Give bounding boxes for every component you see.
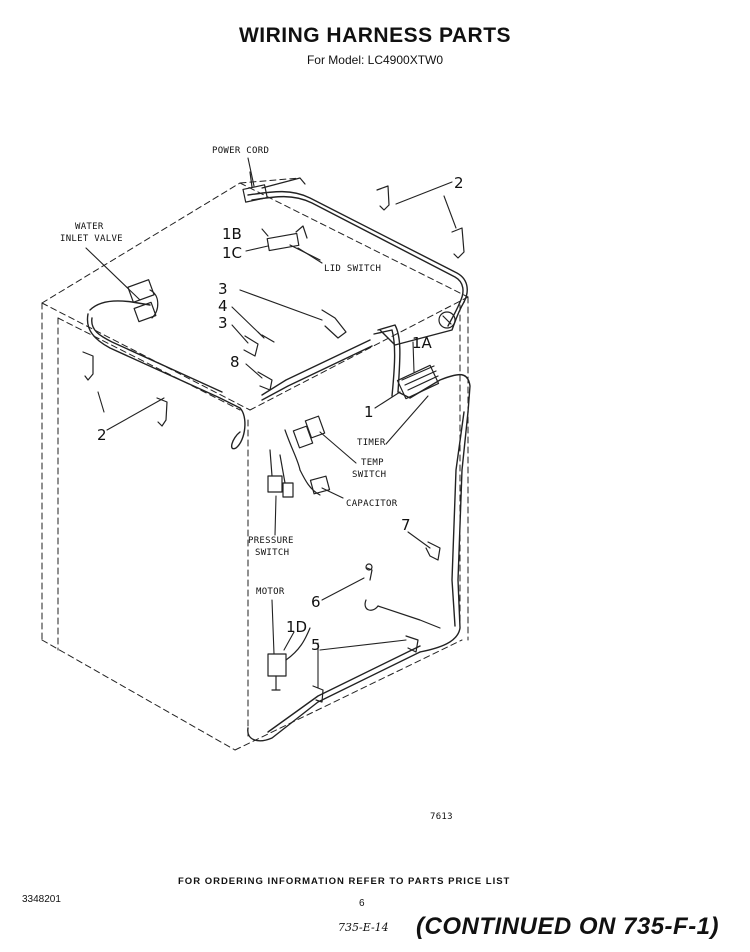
clip-part-7 <box>425 541 441 561</box>
pressure-label: PRESSURE <box>248 536 294 546</box>
clip-parts-2-left <box>82 351 168 427</box>
figure-number: 7613 <box>430 812 453 822</box>
callout-3b: 3 <box>218 314 228 332</box>
callout-2-left: 2 <box>97 426 107 444</box>
callout-1: 1 <box>364 403 374 421</box>
callout-1a: 1A <box>412 334 432 352</box>
clip-part-8 <box>257 371 273 391</box>
callout-1c: 1C <box>222 244 243 262</box>
clip-parts-2-top <box>376 185 465 259</box>
model-subtitle: For Model: LC4900XTW0 <box>306 53 444 67</box>
motor-connector-part <box>267 627 311 691</box>
cabinet-outline <box>41 177 469 751</box>
handwritten-reference: 735-E-14 <box>338 921 389 934</box>
pressure-switch-part <box>267 449 294 498</box>
continued-note: (CONTINUED ON 735-F-1) <box>416 913 720 940</box>
harness-bundle <box>86 190 471 742</box>
capacitor-part <box>299 469 331 496</box>
temp-switch-label: SWITCH <box>352 470 387 480</box>
timer-label: TIMER <box>357 438 386 448</box>
ordering-info-note: FOR ORDERING INFORMATION REFER TO PARTS … <box>178 876 511 887</box>
page-title: WIRING HARNESS PARTS <box>238 24 512 47</box>
motor-label: MOTOR <box>256 587 285 597</box>
power-cord-connector <box>242 171 306 203</box>
ground-screw-part-6 <box>364 563 441 629</box>
temp-label: TEMP <box>361 458 384 468</box>
page-number: 6 <box>359 898 365 909</box>
pressure-switch-label: SWITCH <box>255 548 290 558</box>
leader-lines <box>85 157 457 689</box>
screw-part-4 <box>257 331 275 343</box>
water-label: WATER <box>75 222 104 232</box>
callout-7: 7 <box>401 516 411 534</box>
capacitor-label: CAPACITOR <box>346 499 398 509</box>
lid-switch-label: LID SWITCH <box>324 264 382 274</box>
callout-5: 5 <box>311 636 321 654</box>
callout-1b: 1B <box>222 225 242 243</box>
callout-6: 6 <box>311 593 321 611</box>
callout-8: 8 <box>230 353 240 371</box>
power-cord-label: POWER CORD <box>212 146 270 156</box>
callout-2-top: 2 <box>454 174 464 192</box>
water-inlet-valve-part <box>127 279 159 323</box>
temp-switch-part <box>284 415 326 471</box>
callout-1d: 1D <box>286 618 308 636</box>
doc-number: 3348201 <box>22 894 61 905</box>
timer-connector-part <box>396 311 456 400</box>
inlet-valve-label: INLET VALVE <box>60 234 123 244</box>
clip-parts-3 <box>243 309 347 357</box>
lid-switch-part <box>266 225 321 261</box>
callout-4: 4 <box>218 297 228 315</box>
callout-3a: 3 <box>218 280 228 298</box>
